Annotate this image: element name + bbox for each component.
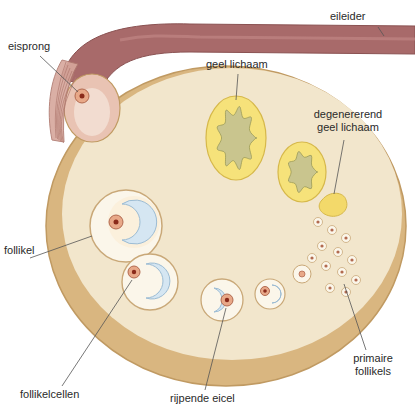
primary-follicles <box>310 256 313 259</box>
primary-follicles <box>338 268 347 277</box>
primary-follicles <box>348 256 357 265</box>
primary-follicles <box>328 286 331 289</box>
leader-line <box>205 308 226 390</box>
fimbriae <box>60 74 74 142</box>
follicle <box>221 294 233 306</box>
oviduct <box>120 36 415 40</box>
corpus-luteum <box>206 96 266 180</box>
primary-follicles <box>334 248 343 257</box>
follicle <box>201 279 243 321</box>
primary-follicles <box>334 248 343 257</box>
oviduct <box>62 24 415 92</box>
primary-follicles <box>338 268 347 277</box>
fimbriae <box>59 71 72 141</box>
primary-follicles <box>354 278 357 281</box>
primary-follicles <box>326 284 335 293</box>
follicle <box>255 279 285 309</box>
follicle <box>132 270 136 274</box>
follicle <box>293 265 311 283</box>
primary-follicles <box>342 234 351 243</box>
part-label: follikel <box>4 244 35 257</box>
leader-line <box>344 284 366 350</box>
part-label: eileider <box>330 10 365 23</box>
primary-follicles <box>340 270 343 273</box>
part-label: eisprong <box>8 40 50 53</box>
fimbriae <box>49 60 78 142</box>
degenerating-corpus-luteum <box>319 193 347 216</box>
primary-follicles <box>322 262 331 271</box>
primary-follicles <box>314 218 323 227</box>
primary-follicles <box>348 256 357 265</box>
follicle <box>225 298 229 302</box>
primary-follicles <box>342 234 351 243</box>
part-label: rijpende eicel <box>170 392 235 405</box>
part-label: degenererend geel lichaam <box>302 108 394 134</box>
follicle <box>128 266 140 278</box>
primary-follicles <box>314 218 323 227</box>
part-label: follikelcellen <box>20 388 79 401</box>
leader-line <box>40 56 78 92</box>
oviduct <box>62 24 415 92</box>
follicle <box>255 279 285 309</box>
ovary <box>62 68 402 360</box>
leader-line <box>378 27 384 36</box>
corpus-luteum <box>278 142 326 202</box>
primary-follicles <box>320 244 323 247</box>
primary-follicles <box>308 254 317 263</box>
primary-follicles <box>322 262 331 271</box>
leader-line <box>30 27 384 390</box>
primary-follicles <box>350 258 353 261</box>
follicle <box>272 285 281 303</box>
leader-line <box>236 74 238 100</box>
leader-line <box>62 280 132 386</box>
primary-follicles <box>344 236 347 239</box>
follicle <box>299 271 305 277</box>
ovary <box>46 66 406 386</box>
corpus-luteum <box>217 106 257 169</box>
primary-follicles <box>328 226 337 235</box>
follicle <box>108 196 160 248</box>
follicle <box>90 190 162 262</box>
ovary <box>46 66 406 386</box>
follicle <box>122 200 157 244</box>
follicle <box>90 190 162 262</box>
part-label: primaire follikels <box>340 352 406 378</box>
ovulating-follicle <box>64 74 120 142</box>
primary-follicles <box>326 284 335 293</box>
ovulating-follicle <box>74 88 110 136</box>
primary-follicles <box>308 254 317 263</box>
fimbriae <box>49 60 78 143</box>
fimbriae <box>61 77 76 143</box>
follicle <box>146 263 170 299</box>
corpus-luteum <box>278 142 326 202</box>
ovulating-follicle <box>64 74 120 142</box>
primary-follicles <box>352 276 361 285</box>
primary-follicles <box>328 226 337 235</box>
primary-follicles <box>318 242 327 251</box>
primary-follicles <box>308 218 361 297</box>
primary-follicles <box>352 276 361 285</box>
part-label: geel lichaam <box>206 58 268 71</box>
follicle <box>263 289 267 293</box>
primary-follicles <box>318 242 327 251</box>
follicle <box>293 265 311 283</box>
degenerating-corpus-luteum <box>319 193 347 216</box>
leader-line <box>334 140 344 194</box>
ovulating-follicle <box>80 94 85 99</box>
primary-follicles <box>330 228 333 231</box>
primary-follicles <box>316 220 319 223</box>
corpus-luteum <box>206 96 266 180</box>
primary-follicles <box>324 264 327 267</box>
follicle <box>114 220 119 225</box>
follicle <box>201 279 243 321</box>
primary-follicles <box>336 250 339 253</box>
follicle <box>109 215 123 229</box>
follicle <box>261 287 270 296</box>
corpus-luteum <box>288 151 317 192</box>
leader-line <box>30 236 92 258</box>
